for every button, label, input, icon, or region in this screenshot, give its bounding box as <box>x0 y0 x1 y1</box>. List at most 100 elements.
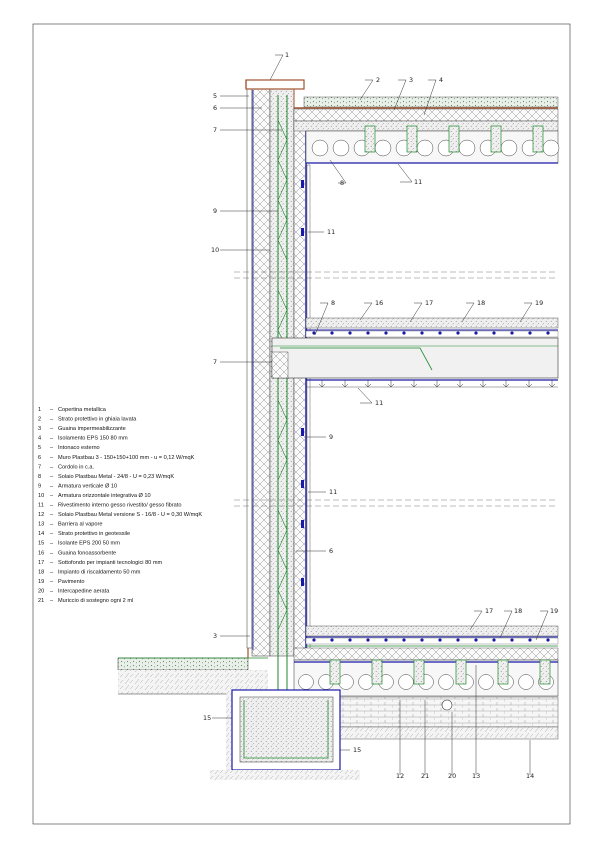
legend-item-text: Impianto di riscaldamento 50 mm <box>58 569 141 575</box>
callout-11-upper: 11 <box>327 228 335 236</box>
legend-dash: – <box>50 407 54 413</box>
legend-item-text: Rivestimento interno gesso rivestito/ ge… <box>58 503 181 509</box>
callout-10: 10 <box>211 246 219 254</box>
callout-6-lower: 6 <box>329 547 333 555</box>
callout-13: 13 <box>472 772 480 780</box>
legend-number: 16 <box>38 550 44 556</box>
callout-17: 17 <box>425 299 433 307</box>
legend-dash: – <box>50 531 54 537</box>
legend-dash: – <box>50 550 54 556</box>
callout-11-roof: 11 <box>414 178 422 186</box>
legend-item-text: Isolamento EPS 150 80 mm <box>58 436 128 442</box>
legend-number: 15 <box>38 541 44 547</box>
callout-8-mid: 8 <box>331 299 335 307</box>
legend-dash: – <box>50 483 54 489</box>
legend-dash: – <box>50 436 54 442</box>
legend-number: 8 <box>38 474 41 480</box>
legend-number: 21 <box>38 598 44 604</box>
legend-item-text: Guaina impermeabilizzante <box>58 426 126 432</box>
callout-14: 14 <box>526 772 534 780</box>
ground-slab-voids <box>298 659 554 690</box>
callout-11-lower: 11 <box>329 488 337 496</box>
ground-floor-pipes <box>312 638 550 642</box>
legend-number: 12 <box>38 512 44 518</box>
legend-number: 18 <box>38 569 44 575</box>
callout-18: 18 <box>477 299 485 307</box>
callout-9-mid: 9 <box>329 433 333 441</box>
legend-dash: – <box>50 560 54 566</box>
break-line <box>234 499 558 507</box>
legend-item-text: Guaina fonoassorbente <box>58 550 116 556</box>
legend-number: 5 <box>38 445 41 451</box>
legend-item-text: Armatura orizzontale integrativa Ø 10 <box>58 493 151 499</box>
callout-11-mid: 11 <box>375 399 383 407</box>
legend-dash: – <box>50 541 54 547</box>
legend-number: 14 <box>38 531 44 537</box>
legend-number: 11 <box>38 503 44 509</box>
legend-number: 7 <box>38 464 41 470</box>
legend-number: 9 <box>38 483 41 489</box>
legend-item-text: Muriccio di sostegno ogni 2 ml <box>58 598 133 604</box>
legend-number: 20 <box>38 588 44 594</box>
break-line <box>234 271 558 279</box>
legend-number: 13 <box>38 522 44 528</box>
callout-2: 2 <box>376 76 380 84</box>
legend-number: 4 <box>38 436 41 442</box>
legend-dash: – <box>50 474 54 480</box>
legend-dash: – <box>50 464 54 470</box>
callout-8: 8 <box>340 179 344 187</box>
legend-item-text: Barriera al vapore <box>58 522 102 528</box>
callout-7: 7 <box>213 126 217 134</box>
legend-number: 6 <box>38 455 41 461</box>
floor-pipes <box>312 331 550 335</box>
callout-3-lower: 3 <box>213 632 217 640</box>
callout-4: 4 <box>439 76 443 84</box>
ceiling-hangers <box>318 380 556 388</box>
legend-dash: – <box>50 512 54 518</box>
legend-dash: – <box>50 588 54 594</box>
legend-number: 2 <box>38 417 41 423</box>
callout-20: 20 <box>448 772 456 780</box>
legend-item-text: Armatura verticale Ø 10 <box>58 483 117 489</box>
legend-number: 17 <box>38 560 44 566</box>
callout-7-mid: 7 <box>213 358 217 366</box>
callout-6: 6 <box>213 104 217 112</box>
legend-dash: – <box>50 503 54 509</box>
legend-item-text: Muro Plastbau 3 - 150+150+100 mm - u = 0… <box>58 455 195 461</box>
legend-number: 10 <box>38 493 44 499</box>
callouts: 1 2 3 4 5 6 7 9 10 8 11 11 8 16 17 18 19… <box>203 51 558 780</box>
legend-dash: – <box>50 493 54 499</box>
callout-5: 5 <box>213 92 217 100</box>
callout-21: 21 <box>421 772 429 780</box>
callout-19-ground: 19 <box>550 607 558 615</box>
legend-dash: – <box>50 445 54 451</box>
legend-item-text: Strato protettivo in ghiaia lavata <box>58 417 137 423</box>
legend-number: 3 <box>38 426 41 432</box>
metal-coping <box>245 79 305 108</box>
legend-item-text: Isolante EPS 200 50 mm <box>58 541 120 547</box>
callout-16: 16 <box>375 299 383 307</box>
legend-item-text: Sottofondo per impianti tecnologici 80 m… <box>58 560 163 566</box>
legend-dash: – <box>50 598 54 604</box>
callout-18-ground: 18 <box>514 607 522 615</box>
intermediate-floor <box>271 317 559 388</box>
legend-number: 19 <box>38 579 44 585</box>
callout-1: 1 <box>285 51 289 59</box>
callout-15-right: 15 <box>353 746 361 754</box>
legend-dash: – <box>50 522 54 528</box>
legend-dash: – <box>50 426 54 432</box>
ground-floor <box>293 625 559 740</box>
callout-12: 12 <box>396 772 404 780</box>
legend-item-text: Copertina metallica <box>58 407 107 413</box>
callout-3: 3 <box>409 76 413 84</box>
callout-17-ground: 17 <box>485 607 493 615</box>
legend-dash: – <box>50 569 54 575</box>
legend-item-text: Strato protettivo in geotessile <box>58 531 130 537</box>
legend-item-text: Solaio Plastbau Metal versione S - 16/8 … <box>58 512 202 518</box>
foundation <box>117 648 360 780</box>
legend-item-text: Intonaco esterno <box>58 445 100 451</box>
legend-dash: – <box>50 417 54 423</box>
callout-9: 9 <box>213 207 217 215</box>
